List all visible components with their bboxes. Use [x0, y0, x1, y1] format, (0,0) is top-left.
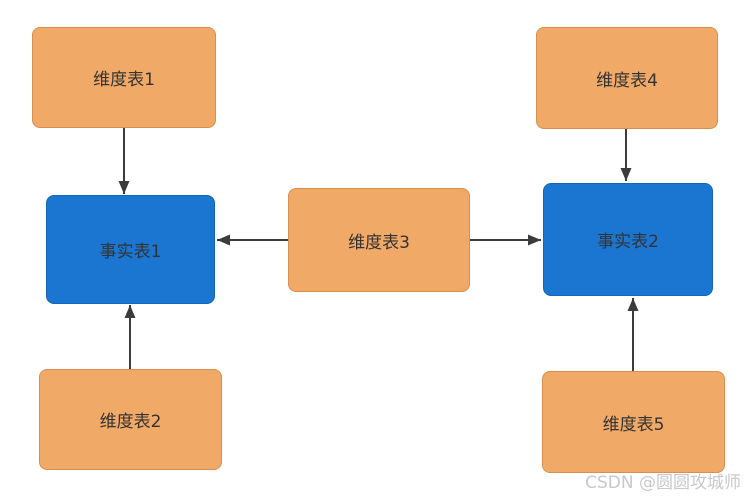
- node-dimension-table-3: 维度表3: [288, 188, 470, 292]
- node-dimension-table-1: 维度表1: [32, 27, 216, 128]
- node-label: 维度表4: [596, 70, 658, 91]
- node-fact-table-1: 事实表1: [46, 195, 215, 304]
- node-fact-table-2: 事实表2: [543, 183, 713, 296]
- node-dimension-table-4: 维度表4: [536, 27, 718, 129]
- node-label: 维度表1: [93, 70, 155, 90]
- node-dimension-table-2: 维度表2: [39, 369, 222, 470]
- node-label: 事实表1: [99, 242, 162, 262]
- node-label: 维度表3: [348, 232, 410, 253]
- node-label: 事实表2: [597, 232, 659, 252]
- node-label: 维度表2: [99, 412, 162, 432]
- node-label: 维度表5: [602, 414, 665, 435]
- node-dimension-table-5: 维度表5: [542, 371, 725, 473]
- csdn-watermark: CSDN @圆圆攻城师: [585, 473, 741, 493]
